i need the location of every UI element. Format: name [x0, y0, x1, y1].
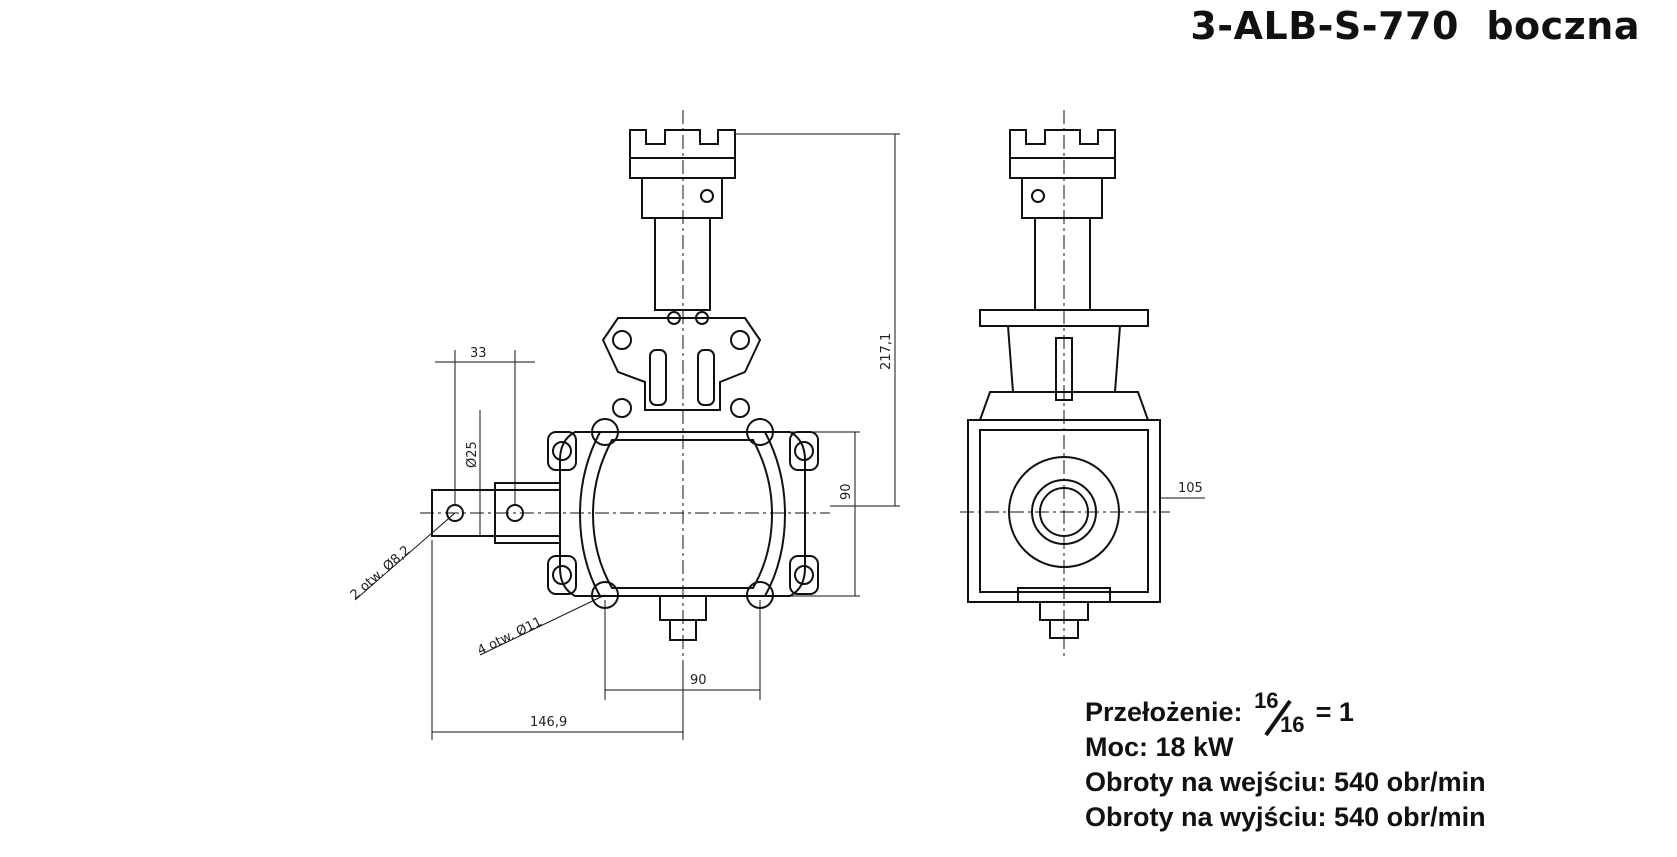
dim-diameter-25: Ø25: [465, 441, 480, 468]
dim-146: 146,9: [530, 715, 567, 730]
dim-105: 105: [1178, 481, 1203, 496]
dim-90-horizontal: 90: [690, 673, 707, 688]
holes-4-label: 4 otw. Ø11: [475, 614, 544, 658]
drawing-title: 3-ALB-S-770 boczna: [1190, 4, 1640, 48]
specs-block: Przełożenie: 16 16 = 1 Moc: 18 kW Obroty…: [1085, 688, 1486, 835]
ratio-row: Przełożenie: 16 16 = 1: [1085, 688, 1486, 737]
ratio-result: = 1: [1315, 697, 1354, 727]
input-speed-row: Obroty na wejściu: 540 obr/min: [1085, 767, 1486, 797]
front-view: [431, 129, 819, 641]
dim-33: 33: [470, 346, 487, 361]
ratio-label: Przełożenie:: [1085, 697, 1243, 727]
holes-2-label: 2 otw. Ø8,2: [348, 543, 414, 603]
output-speed-row: Obroty na wyjściu: 540 obr/min: [1085, 802, 1486, 832]
ratio-fraction: 16 16: [1250, 688, 1308, 737]
ratio-denominator: 16: [1280, 712, 1305, 737]
dim-217: 217,1: [879, 333, 894, 370]
ratio-numerator: 16: [1254, 688, 1279, 713]
dim-90-vertical: 90: [839, 483, 854, 500]
power-row: Moc: 18 kW: [1085, 732, 1234, 762]
fraction-slash: [1264, 699, 1292, 737]
